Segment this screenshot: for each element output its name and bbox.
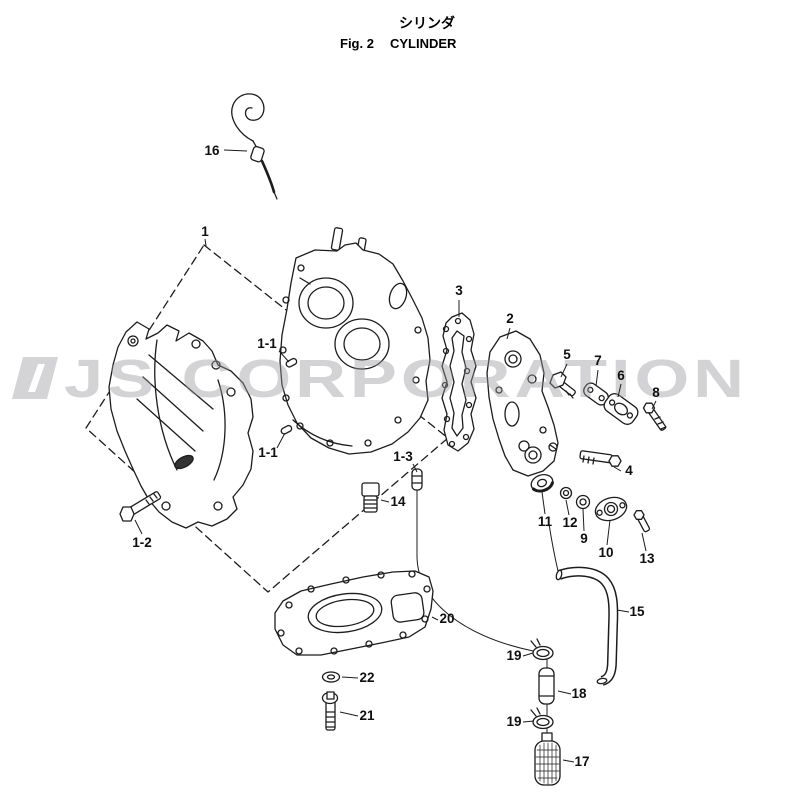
leader-line-1 xyxy=(204,238,207,247)
callouts: 16 1 1-1 1-1 1-2 1-3 3 2 5 7 6 8 4 11 12… xyxy=(132,143,660,769)
part-10-fitting xyxy=(594,496,628,522)
part-19-clamp-lower xyxy=(530,707,554,730)
part-22-washer xyxy=(321,671,341,683)
part-label-19a: 19 xyxy=(506,648,521,663)
part-17-filter xyxy=(534,732,561,786)
watermark: JS CORPORATION xyxy=(12,349,748,409)
part-11-seal xyxy=(530,474,554,493)
figure-number: Fig. 2 xyxy=(340,36,374,51)
part-label-5: 5 xyxy=(563,347,571,362)
part-1-crankcase-view xyxy=(108,321,254,529)
leader-line-17 xyxy=(562,759,575,763)
part-20-gasket xyxy=(274,570,434,656)
part-label-1-1a: 1-1 xyxy=(257,336,277,351)
leader-line-1-1a xyxy=(278,350,290,363)
leader-line-13 xyxy=(641,532,647,552)
part-label-18: 18 xyxy=(571,686,587,701)
leader-line-9 xyxy=(582,508,585,532)
leader-line-1-1b xyxy=(276,432,286,449)
part-label-9: 9 xyxy=(580,531,588,546)
part-label-8: 8 xyxy=(652,385,660,400)
part-1-2-bolt xyxy=(119,491,162,522)
part-label-1-3: 1-3 xyxy=(393,449,413,464)
part-label-13: 13 xyxy=(639,551,655,566)
part-14-anode xyxy=(361,482,380,513)
part-label-19b: 19 xyxy=(506,714,521,729)
part-16-dipstick xyxy=(231,93,278,200)
part-15-hose xyxy=(555,566,619,686)
part-6-cover xyxy=(603,393,639,425)
leader-line-11 xyxy=(541,491,546,515)
leader-line-8 xyxy=(651,400,657,410)
leader-line-12 xyxy=(565,499,570,516)
part-label-17: 17 xyxy=(574,754,589,769)
leader-line-20 xyxy=(431,616,439,621)
page-title-english: CYLINDER xyxy=(390,36,457,51)
part-1-3-pin xyxy=(411,468,423,491)
part-label-1: 1 xyxy=(201,224,209,239)
header: シリンダ Fig. 2 CYLINDER xyxy=(340,15,457,51)
watermark-logo-slash xyxy=(28,364,45,392)
part-label-4: 4 xyxy=(625,463,633,478)
part-label-14: 14 xyxy=(390,494,406,509)
part-label-2: 2 xyxy=(506,311,514,326)
leader-line-1-3 xyxy=(412,463,418,473)
page-title-japanese: シリンダ xyxy=(399,15,455,31)
leader-line-19a xyxy=(522,652,534,657)
leader-line-6 xyxy=(617,383,622,398)
leader-line-21 xyxy=(339,711,359,717)
leader-line-22 xyxy=(341,676,359,679)
leader-line-16 xyxy=(223,149,248,152)
part-label-21: 21 xyxy=(359,708,375,723)
part-label-11: 11 xyxy=(538,514,553,529)
part-19-clamp-upper xyxy=(530,638,554,661)
leader-line-4 xyxy=(613,466,622,472)
part-label-3: 3 xyxy=(455,283,463,298)
part-label-12: 12 xyxy=(562,515,577,530)
part-3-gasket xyxy=(441,312,477,452)
leader-line-18 xyxy=(557,690,572,695)
part-label-10: 10 xyxy=(598,545,613,560)
leader-line-19b xyxy=(522,720,535,723)
leader-line-1-2 xyxy=(134,519,143,535)
part-label-1-1b: 1-1 xyxy=(258,445,278,460)
leader-line-5 xyxy=(560,363,568,378)
part-21-bolt xyxy=(321,691,339,731)
part-4-bolt xyxy=(579,450,622,467)
watermark-text: JS CORPORATION xyxy=(64,349,748,409)
part-label-7: 7 xyxy=(594,353,602,368)
leader-line-14 xyxy=(380,499,390,503)
part-label-6: 6 xyxy=(617,368,625,383)
part-label-22: 22 xyxy=(359,670,374,685)
part-1-1-dowel-upper xyxy=(285,357,298,368)
screw-detail xyxy=(548,442,558,452)
leader-line-2 xyxy=(506,327,511,340)
part-5-bolt xyxy=(549,371,576,399)
part-13-bolt xyxy=(633,510,651,533)
part-1-cylinder-view xyxy=(279,227,431,455)
part-label-15: 15 xyxy=(629,604,645,619)
drawing xyxy=(85,93,667,786)
part-7-bracket xyxy=(583,382,609,406)
watermark-logo xyxy=(12,357,58,399)
part-9-washer xyxy=(575,494,591,510)
part-label-1-2: 1-2 xyxy=(132,535,152,550)
part-8-bolt xyxy=(642,402,667,431)
part-label-16: 16 xyxy=(204,143,220,158)
leader-line-7 xyxy=(595,369,599,387)
leader-line-10 xyxy=(606,519,611,546)
part-2-plate xyxy=(486,330,559,477)
part-12-washer xyxy=(559,486,573,500)
part-label-20: 20 xyxy=(439,611,454,626)
part-1-1-dowel-lower xyxy=(280,424,293,435)
leader-line-15 xyxy=(616,609,630,613)
hose-routing-line xyxy=(416,489,534,652)
hose-routing-line-2 xyxy=(548,523,559,572)
